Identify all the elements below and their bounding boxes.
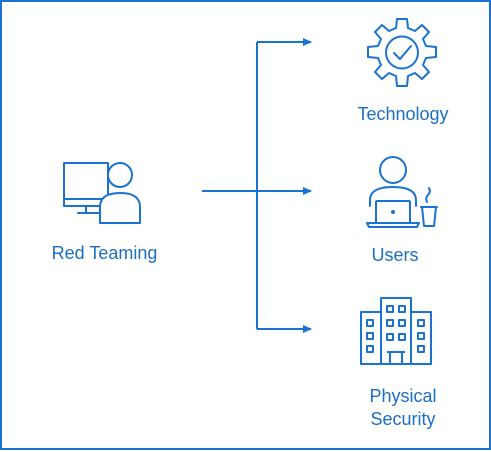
target-label-physical-security: Physical Security bbox=[347, 385, 459, 431]
target-label-security: Security bbox=[370, 409, 436, 429]
target-label-users: Users bbox=[371, 245, 419, 265]
person-at-computer-icon bbox=[63, 162, 141, 224]
target-label-technology: Technology bbox=[357, 104, 449, 124]
target-label-physical: Physical bbox=[369, 386, 437, 406]
office-building-icon bbox=[360, 297, 432, 365]
gear-check-icon bbox=[367, 18, 437, 87]
user-laptop-coffee-icon bbox=[366, 156, 438, 228]
source-label: Red Teaming bbox=[51, 243, 158, 263]
